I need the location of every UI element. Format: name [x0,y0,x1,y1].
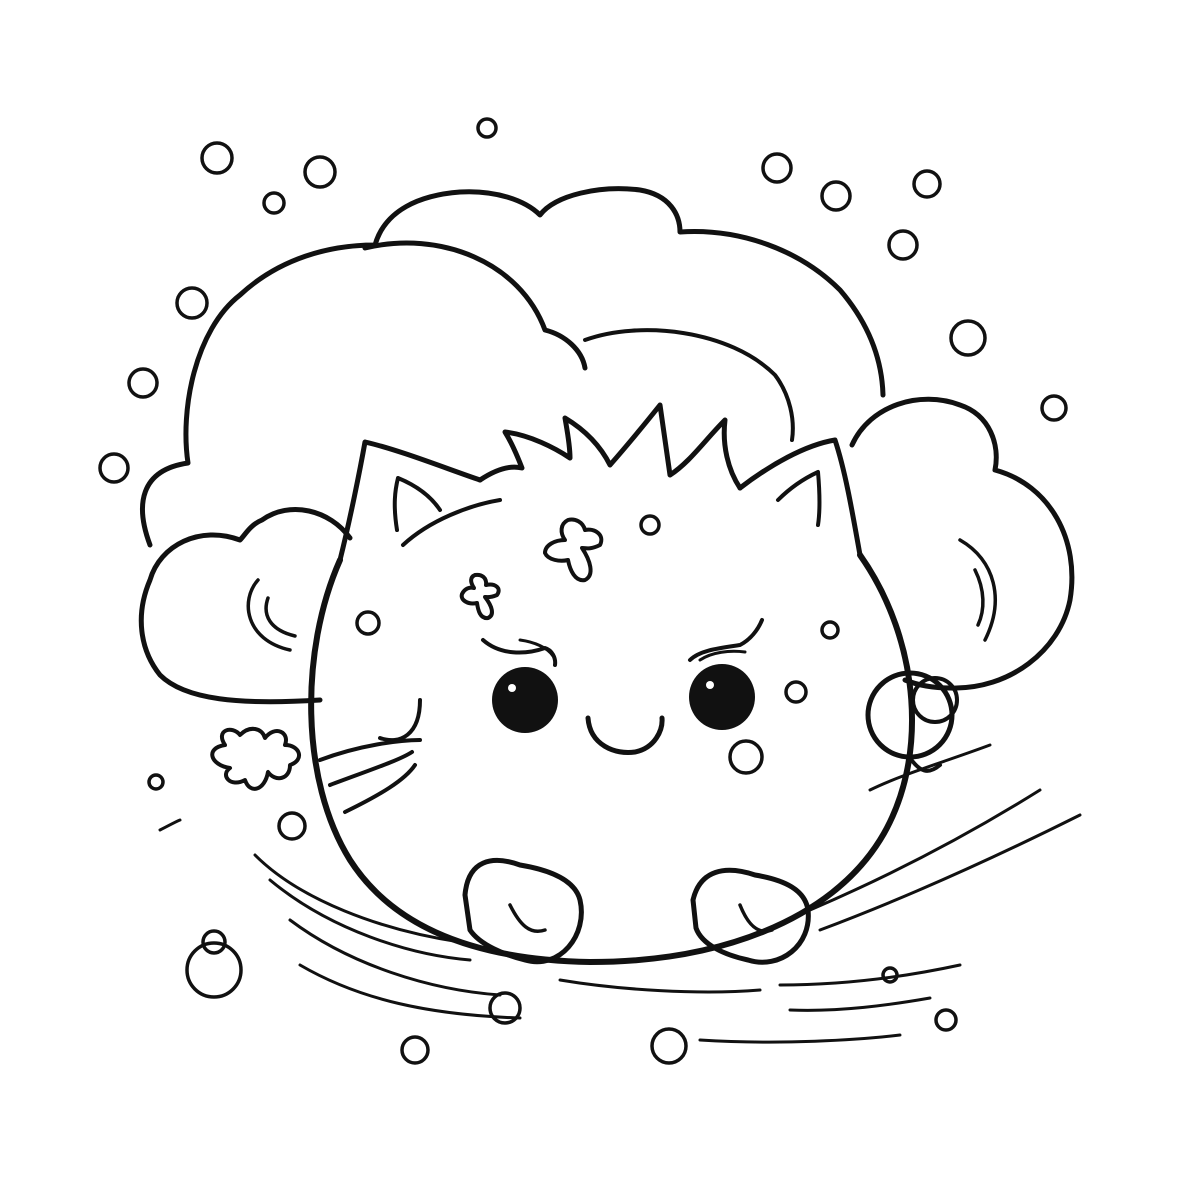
right-cloud-swirl-2 [973,568,985,627]
swoosh-2 [268,878,472,962]
bubbles-group [98,117,1068,1065]
right-eyebrow [688,618,764,662]
right-eyebrow-tail [698,649,747,662]
bubble [400,1035,430,1065]
right-cloud-swirl [958,538,997,642]
bubble [784,680,808,704]
right-eye-highlight [706,681,714,689]
swoosh-11 [158,818,182,832]
bubble [277,811,307,841]
left-side-stripe-3 [343,763,417,814]
bubble [949,319,987,357]
bubble [200,141,234,175]
swoosh-12 [788,996,932,1012]
side-ball-knob [911,676,959,724]
left-cheek-swirl [378,698,422,743]
star-mark-small [459,572,501,621]
side-ball-tip [908,756,942,773]
bubble [147,773,165,791]
hair-tuft [477,402,743,491]
swoosh-1 [253,853,462,944]
bubble [820,180,852,212]
bubble [175,286,209,320]
swoosh-8 [778,963,962,987]
swoosh-7 [868,743,992,792]
left-side-stripe-1 [318,738,422,762]
swoosh-5 [808,788,1042,912]
bubble [201,929,227,955]
back-cloud-inner-lobe [362,240,588,371]
left-eye [492,667,558,733]
left-cloud-swirl-2 [264,596,297,638]
right-eye [689,664,755,730]
splat-shape [210,726,301,791]
left-foot-toe-line [508,903,547,933]
bubble [355,610,381,636]
right-inner-ear [776,470,822,527]
bubble [728,739,764,775]
forehead-curve [401,498,502,547]
swoosh-10 [698,1033,902,1044]
left-eye-highlight [508,684,516,692]
bubble [98,452,130,484]
bubble [650,1027,688,1065]
bubble [488,991,522,1025]
bubble [881,966,899,984]
bubble [303,155,337,189]
right-foot-toe-line [738,903,774,933]
bubble [912,169,942,199]
swoosh-4 [298,963,522,1020]
bubble [476,117,498,139]
bubble [934,1008,958,1032]
bubble [887,229,919,261]
mouth-smile [585,715,665,756]
left-cloud-swirl [246,578,292,652]
swoosh-3 [288,918,502,997]
bubble [639,514,661,536]
bubble [761,152,793,184]
left-foot [462,857,584,965]
back-cloud-outline [140,186,886,548]
bubble [1040,394,1068,422]
bubble [262,191,286,215]
left-ear [337,439,483,563]
left-eyebrow-tail [518,638,555,658]
right-ear [737,437,863,558]
left-cloud-outline [138,507,353,705]
bubble [185,941,243,999]
swoosh-6 [818,813,1082,932]
left-side-stripe-2 [328,750,414,787]
bubble [820,620,840,640]
left-inner-ear [392,476,442,532]
swoosh-9 [558,978,762,994]
star-mark-large [543,517,604,583]
back-cloud-inner-curve [583,328,795,442]
bubble [127,367,159,399]
right-foot [690,867,811,965]
